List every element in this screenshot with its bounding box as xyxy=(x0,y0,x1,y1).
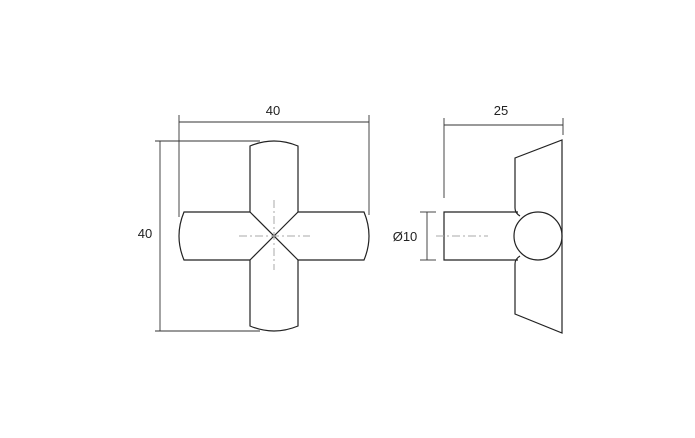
height-dimension: 40 xyxy=(138,140,260,332)
plate-outline xyxy=(514,139,563,334)
width-dimension: 40 xyxy=(178,103,370,217)
width-label: 40 xyxy=(266,103,280,118)
diameter-dimension: Ø10 xyxy=(393,211,436,261)
depth-dimension: 25 xyxy=(443,103,564,198)
side-view: 25 Ø10 xyxy=(393,103,564,334)
ball xyxy=(513,211,563,261)
depth-label: 25 xyxy=(494,103,508,118)
height-label: 40 xyxy=(138,226,152,241)
front-view: 40 40 xyxy=(138,103,370,332)
diameter-label: Ø10 xyxy=(393,229,418,244)
